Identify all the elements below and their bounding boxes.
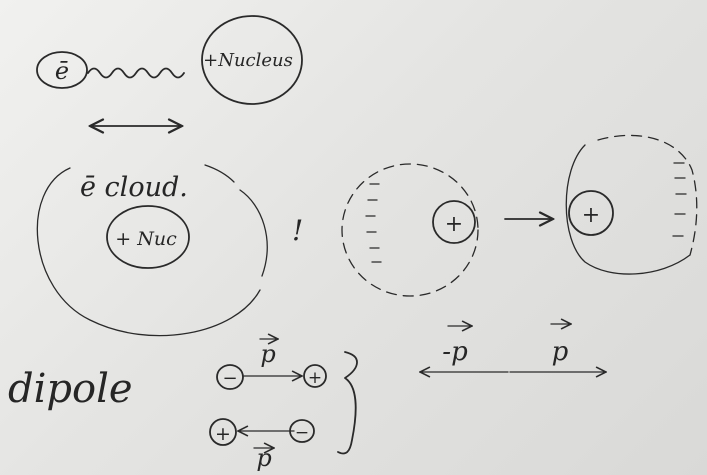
- nucleus-circle: [201, 15, 303, 105]
- dipole-negative-sign: −: [222, 368, 237, 389]
- cloud-label: ē cloud.: [80, 172, 188, 203]
- cloud-outline-right: [239, 189, 268, 277]
- small-nucleus-label: + Nuc: [115, 228, 177, 250]
- polarized-atom: +: [565, 134, 698, 275]
- small-nucleus-circle: [106, 205, 190, 269]
- spring-bond: [87, 67, 185, 79]
- dipole-moment-label: p: [260, 340, 275, 368]
- reverse-negative-charge: [289, 419, 315, 443]
- cloud-outline-top: [204, 164, 235, 183]
- polarization-vectors: -p p: [420, 324, 606, 372]
- neutral-nucleus-plus: +: [445, 212, 463, 237]
- dipole-reverse: + − p: [209, 418, 315, 472]
- separator-mark: !: [292, 214, 303, 247]
- reverse-positive-sign: +: [215, 423, 231, 445]
- grouping-brace: [337, 351, 358, 455]
- neutral-atom: +: [341, 163, 479, 297]
- electron-label: ē: [55, 57, 69, 85]
- nucleus-label: +Nucleus: [203, 50, 293, 71]
- dipole-positive-sign: +: [308, 368, 322, 388]
- polarized-nucleus-circle: [568, 190, 614, 236]
- polarized-cloud-right: [597, 134, 698, 256]
- reverse-negative-sign: −: [295, 423, 309, 443]
- polarized-nucleus-plus: +: [582, 203, 600, 228]
- electron-cloud-model: ē cloud. + Nuc: [36, 164, 268, 337]
- neg-p-label: -p: [442, 337, 468, 367]
- cloud-outline-left: [36, 167, 261, 337]
- neutral-charges: [365, 183, 382, 263]
- dipole-forward: − p +: [216, 339, 327, 390]
- polarized-cloud-left: [565, 144, 691, 275]
- pos-p-label: p: [552, 337, 569, 367]
- neutral-cloud-outline: [341, 163, 479, 297]
- polarized-charges: [672, 162, 687, 237]
- dipole-negative-charge: [216, 364, 244, 390]
- electron-circle: [36, 51, 88, 89]
- dipole-positive-charge: [303, 364, 327, 388]
- neutral-nucleus-circle: [432, 200, 476, 244]
- dipole-label: dipole: [8, 366, 133, 412]
- reverse-positive-charge: [209, 418, 237, 446]
- electron-nucleus-model: ē +Nucleus: [36, 15, 303, 105]
